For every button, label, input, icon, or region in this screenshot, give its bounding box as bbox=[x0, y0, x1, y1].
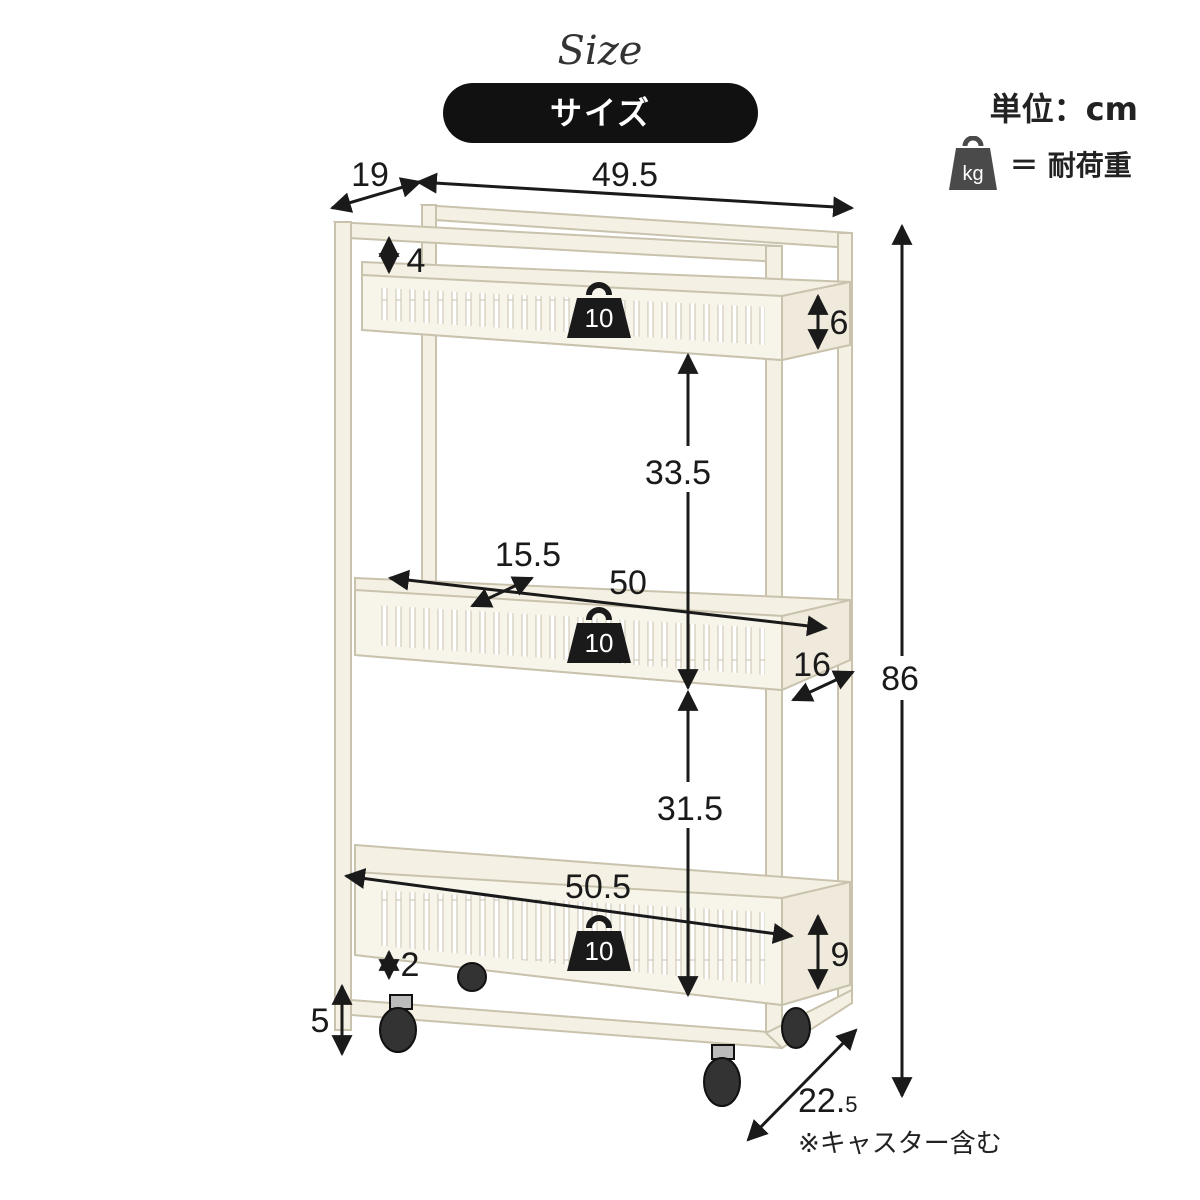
caster-back-left bbox=[457, 962, 487, 992]
size-title-pill: サイズ bbox=[443, 83, 758, 143]
weight-top-value: 10 bbox=[585, 303, 614, 333]
weight-bottom-value: 10 bbox=[585, 936, 614, 966]
total-depth-arrow bbox=[746, 1028, 858, 1142]
size-script-title: Size bbox=[557, 28, 643, 74]
width-top-arrow bbox=[415, 172, 855, 218]
weight-legend: kg ＝ 耐荷重 bbox=[948, 135, 1132, 193]
basket-width-middle-arrow bbox=[387, 569, 829, 637]
kg-icon-label: kg bbox=[962, 163, 983, 185]
caster-front-right bbox=[703, 1044, 741, 1107]
depth-top-arrow bbox=[329, 177, 423, 213]
basket-height-top-label: 6 bbox=[830, 304, 849, 342]
basket-width-middle-label: 50 bbox=[609, 564, 647, 602]
total-depth-label: 22.5 bbox=[798, 1082, 858, 1120]
total-depth-value: 22. bbox=[798, 1082, 845, 1120]
basket-width-bottom-label: 50.5 bbox=[565, 868, 631, 906]
weight-icon-top: 10 bbox=[567, 282, 631, 338]
basket-depth-side-arrow bbox=[791, 670, 855, 702]
dimension-labels: 19 49.5 4 6 33.5 15.5 50 16 86 31.5 50.5… bbox=[311, 156, 919, 1120]
shelf-gap-lower-label: 31.5 bbox=[657, 790, 723, 828]
label-backgrounds bbox=[640, 446, 928, 828]
rail-height-label: 4 bbox=[407, 242, 426, 280]
caster-height-label: 5 bbox=[311, 1002, 330, 1040]
front-left-post bbox=[334, 221, 352, 1031]
legend-text: ＝ 耐荷重 bbox=[1010, 149, 1132, 182]
unit-label: 単位：cm bbox=[989, 90, 1138, 128]
kg-weight-icon: kg bbox=[949, 136, 997, 190]
total-height-label: 86 bbox=[881, 660, 919, 698]
total-depth-suffix: 5 bbox=[845, 1092, 857, 1117]
caster-back-right bbox=[781, 1007, 811, 1049]
shelf-gap-upper-label: 33.5 bbox=[645, 454, 711, 492]
caster-note: ※キャスター含む bbox=[798, 1129, 1002, 1159]
weight-middle-value: 10 bbox=[585, 628, 614, 658]
depth-top-label: 19 bbox=[351, 156, 389, 194]
basket-depth-side-label: 16 bbox=[793, 646, 831, 684]
caster-front-left bbox=[379, 994, 417, 1053]
bottom-clearance-label: 2 bbox=[401, 946, 420, 984]
basket-width-bottom-arrow bbox=[343, 868, 795, 944]
basket-depth-middle-label: 15.5 bbox=[495, 536, 561, 574]
width-top-label: 49.5 bbox=[592, 156, 658, 194]
basket-height-bottom-label: 9 bbox=[831, 936, 850, 974]
